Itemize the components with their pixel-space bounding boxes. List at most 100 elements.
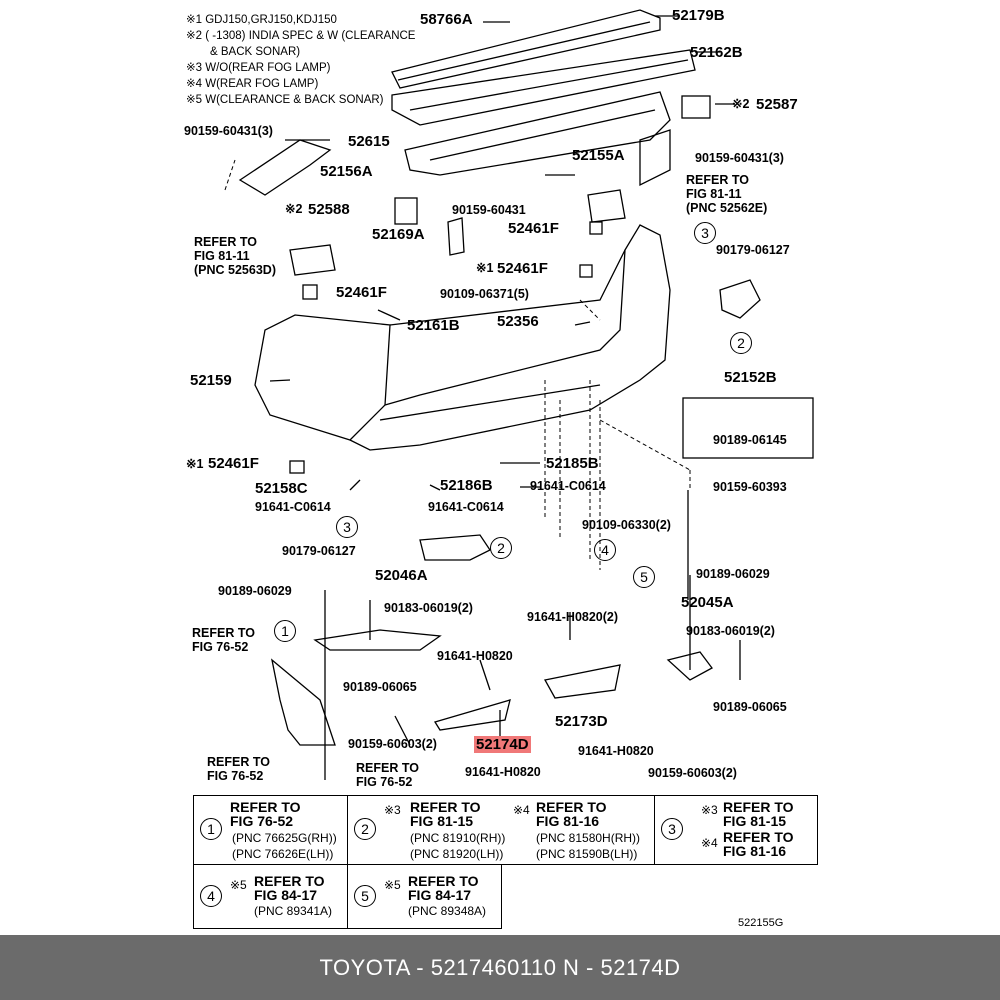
ref-num: 1 [200, 818, 222, 840]
ref-text: (PNC 52563D) [194, 263, 276, 277]
part-label: 52587 [756, 96, 798, 113]
note-mark: ※2 [285, 202, 303, 216]
ref-text: FIG 81-11 [686, 187, 742, 201]
note-4: ※4 W(REAR FOG LAMP) [186, 78, 319, 90]
highlighted-part[interactable]: 52174D [474, 736, 531, 753]
part-label: 90183-06019(2) [686, 624, 775, 638]
part-label: 52185B [546, 455, 599, 472]
note-2-cont: & BACK SONAR) [210, 46, 301, 58]
ref-line: (PNC 81580H(RH)) [536, 831, 641, 845]
ref-line: (PNC 76625G(RH)) [232, 831, 337, 845]
ref-text: REFER TO [356, 761, 419, 775]
callout-4: 4 [594, 539, 616, 561]
note-1: ※1 GDJ150,GRJ150,KDJ150 [186, 14, 337, 26]
part-label: 52461F [508, 220, 559, 237]
part-label: 90179-06127 [282, 544, 356, 558]
note-mark: ※2 [732, 97, 750, 111]
callout-5: 5 [633, 566, 655, 588]
part-label: 52186B [440, 477, 493, 494]
part-label: 52152B [724, 369, 777, 386]
ref-cell-1: 1 REFER TO FIG 76-52 (PNC 76625G(RH)) (P… [193, 795, 348, 865]
callout-2: 2 [730, 332, 752, 354]
ref-line: FIG 84-17 [254, 887, 318, 903]
ref-text: FIG 76-52 [192, 640, 249, 654]
note-mark: ※3 [384, 803, 401, 817]
note-3: ※3 W/O(REAR FOG LAMP) [186, 62, 331, 74]
part-label: 91641-C0614 [255, 500, 331, 514]
part-label: 90159-60431(3) [184, 124, 273, 138]
part-label: 52169A [372, 226, 425, 243]
ref-line: REFER TO [723, 799, 794, 815]
part-label: 90189-06065 [713, 700, 787, 714]
callout-1: 1 [274, 620, 296, 642]
note-mark: ※5 [384, 878, 401, 892]
note-mark: ※3 [701, 803, 718, 817]
part-label: 52461F [336, 284, 387, 301]
part-label: 90189-06065 [343, 680, 417, 694]
ref-text: FIG 76-52 [207, 769, 264, 783]
callout-2: 2 [490, 537, 512, 559]
ref-line: (PNC 81910(RH)) [410, 831, 506, 845]
part-label: 52461F [497, 260, 548, 277]
callout-3: 3 [694, 222, 716, 244]
part-label: 90179-06127 [716, 243, 790, 257]
ref-line: FIG 81-16 [723, 843, 787, 859]
diagram-code: 522155G [738, 917, 784, 929]
ref-text: (PNC 52562E) [686, 201, 768, 215]
ref-line: REFER TO [408, 873, 479, 889]
ref-num: 2 [354, 818, 376, 840]
note-mark: ※1 [186, 457, 204, 471]
ref-line: FIG 81-16 [536, 813, 600, 829]
ref-line: FIG 81-15 [723, 813, 787, 829]
ref-line: (PNC 89341A) [254, 904, 333, 918]
ref-text: FIG 76-52 [356, 775, 413, 789]
part-label: 91641-C0614 [530, 479, 606, 493]
part-label: 52156A [320, 163, 373, 180]
part-label: 91641-H0820 [578, 744, 654, 758]
part-label: 52161B [407, 317, 460, 334]
part-label: 52179B [672, 7, 725, 24]
note-mark: ※4 [701, 836, 718, 850]
part-label: 90189-06029 [218, 584, 292, 598]
ref-line: (PNC 81920(LH)) [410, 847, 504, 861]
part-label: 52615 [348, 133, 390, 150]
part-label: 52046A [375, 567, 428, 584]
part-label: 91641-H0820 [465, 765, 541, 779]
part-label: 52155A [572, 147, 625, 164]
part-label: 90109-06371(5) [440, 287, 529, 301]
part-label: 52356 [497, 313, 539, 330]
part-label: 90159-60603(2) [348, 737, 437, 751]
ref-text: FIG 81-11 [194, 249, 250, 263]
part-label: 90183-06019(2) [384, 601, 473, 615]
note-mark: ※1 [476, 261, 494, 275]
ref-line: REFER TO [410, 799, 481, 815]
ref-line: (PNC 81590B(LH)) [536, 847, 638, 861]
part-label: 90159-60603(2) [648, 766, 737, 780]
part-label: 90159-60431 [452, 203, 526, 217]
ref-text: REFER TO [194, 235, 257, 249]
part-label: 52461F [208, 455, 259, 472]
ref-line: FIG 81-15 [410, 813, 474, 829]
ref-line: REFER TO [230, 799, 301, 815]
part-label: 52158C [255, 480, 308, 497]
ref-text: REFER TO [192, 626, 255, 640]
parts-drawing [224, 9, 814, 780]
ref-cell-3: 3 ※3 REFER TO FIG 81-15 ※4 REFER TO FIG … [654, 795, 818, 865]
ref-num: 4 [200, 885, 222, 907]
ref-line: REFER TO [536, 799, 607, 815]
ref-num: 5 [354, 885, 376, 907]
part-label: 91641-C0614 [428, 500, 504, 514]
highlighted-part-label: 52174D [474, 736, 531, 753]
part-label: 52159 [190, 372, 232, 389]
part-label: 90189-06029 [696, 567, 770, 581]
part-label: 90189-06145 [713, 433, 787, 447]
ref-line: REFER TO [254, 873, 325, 889]
part-label: 90109-06330(2) [582, 518, 671, 532]
parts-diagram: ※1 GDJ150,GRJ150,KDJ150 ※2 ( -1308) INDI… [184, 7, 818, 929]
ref-num: 3 [661, 818, 683, 840]
ref-line: FIG 76-52 [230, 813, 294, 829]
part-label: 52045A [681, 594, 734, 611]
ref-cell-2: 2 ※3 REFER TO FIG 81-15 (PNC 81910(RH)) … [347, 795, 655, 865]
part-label: 90159-60431(3) [695, 151, 784, 165]
ref-cell-4: 4 ※5 REFER TO FIG 84-17 (PNC 89341A) [193, 864, 348, 929]
